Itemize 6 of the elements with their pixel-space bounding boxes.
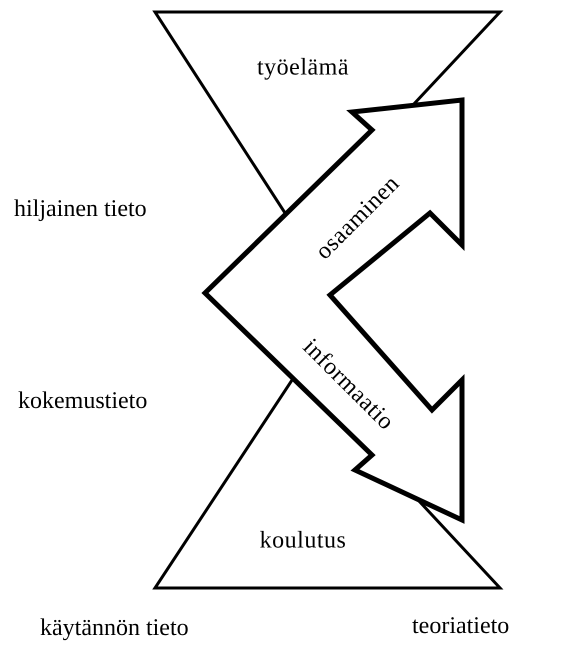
side-label: käytännön tieto — [40, 615, 189, 642]
side-label: hiljainen tieto — [14, 196, 147, 223]
side-label: kokemustieto — [18, 388, 148, 415]
triangle-label: työelämä — [257, 54, 349, 82]
triangle-label: koulutus — [260, 528, 346, 554]
side-label: teoriatieto — [412, 613, 510, 640]
